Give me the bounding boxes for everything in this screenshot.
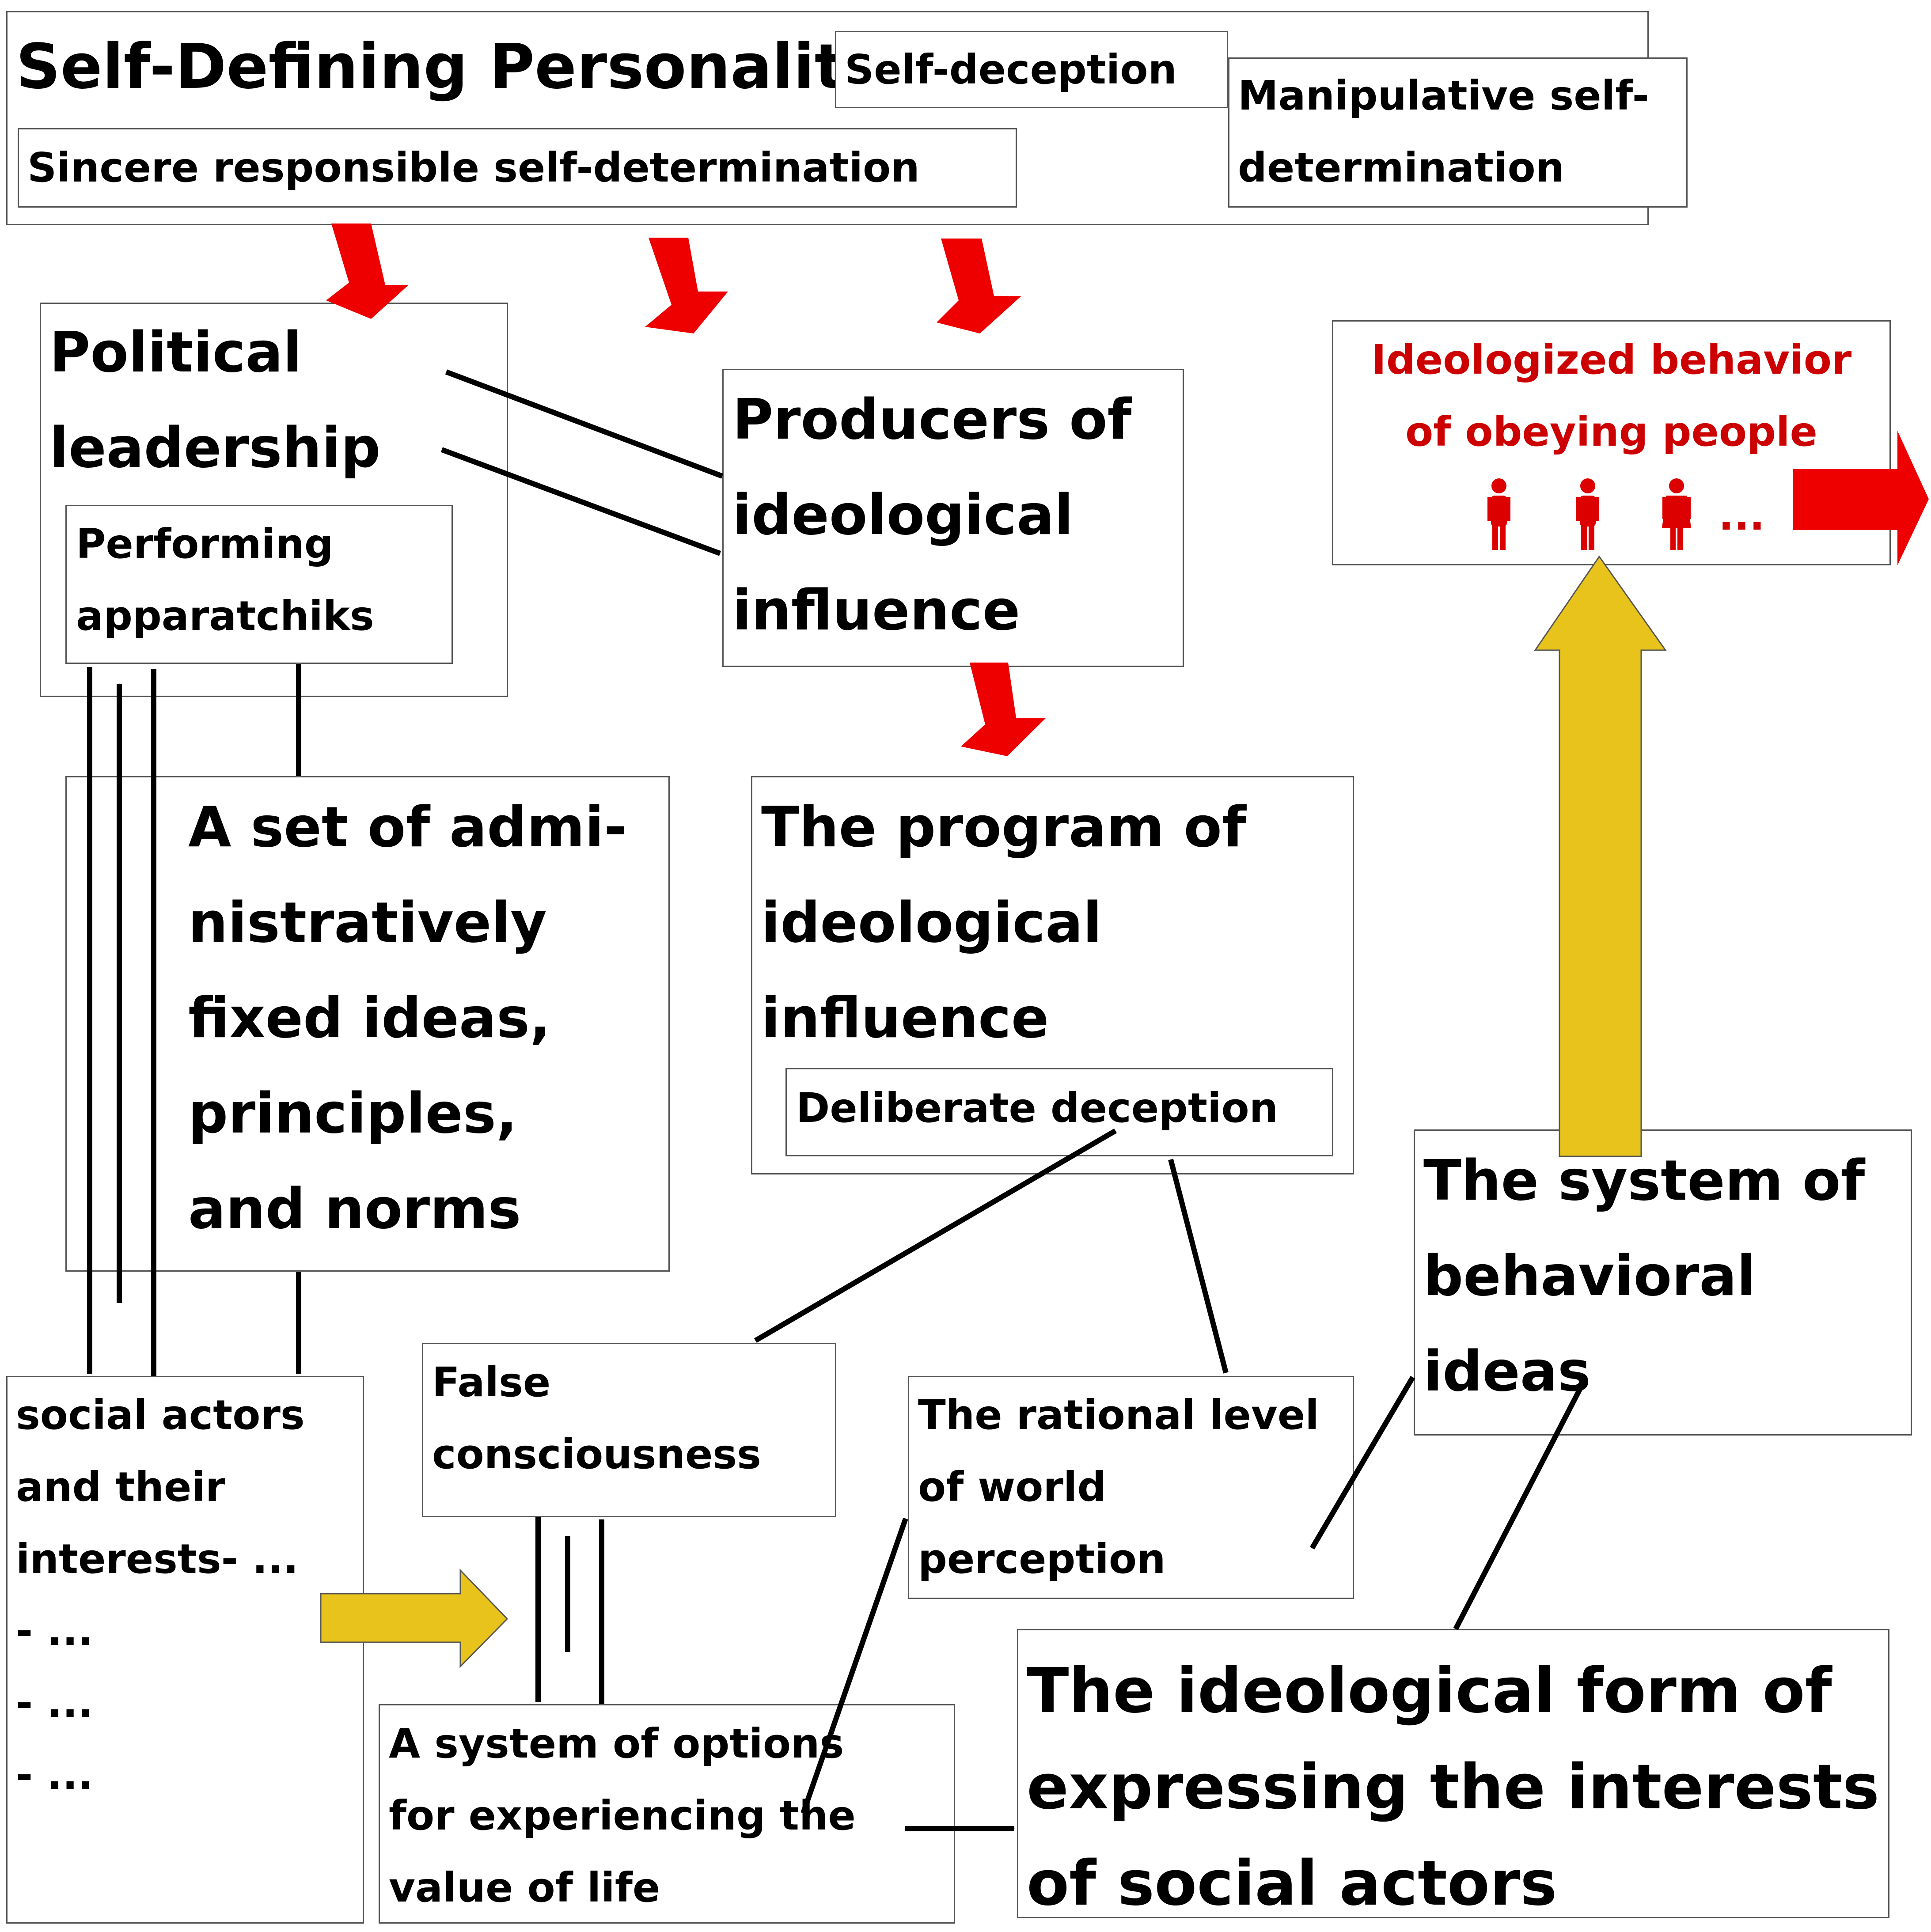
social-actors-label: social actors and their interests- ... -… xyxy=(16,1391,305,1799)
set-of-ideas-box xyxy=(65,776,670,1272)
self-deception-label: Self-deception xyxy=(845,46,1177,93)
person-icon-2 xyxy=(1576,478,1599,550)
yellow-arrow-right xyxy=(320,1568,508,1668)
self-deception-box xyxy=(835,31,1228,108)
deliberate-deception-label: Deliberate deception xyxy=(796,1084,1278,1132)
manipulative-box xyxy=(1228,57,1688,208)
yellow-arrow-up xyxy=(1534,555,1667,1157)
red-arrow-down-4 xyxy=(961,663,1046,756)
system-options-label: A system of options for experiencing the… xyxy=(389,1720,856,1911)
black-connectors xyxy=(87,369,1586,1831)
diagram-title: Self-Defining Personality xyxy=(16,31,884,103)
system-behavioral-box xyxy=(1414,1129,1912,1436)
person-icon-1 xyxy=(1487,478,1510,550)
person-icon-3 xyxy=(1662,478,1691,550)
red-arrow-right xyxy=(1793,431,1929,565)
manipulative-label: Manipulative self- determination xyxy=(1238,72,1649,191)
social-actors-box xyxy=(6,1376,364,1924)
ideological-form-label: The ideological form of expressing the i… xyxy=(1027,1655,1880,1920)
program-label: The program of ideological influence xyxy=(761,795,1246,1050)
performing-apparatchiks-box xyxy=(65,505,453,664)
deliberate-deception-box xyxy=(785,1068,1333,1156)
sincere-box xyxy=(18,128,1017,208)
red-arrow-down-2 xyxy=(645,238,728,333)
producers-box xyxy=(722,369,1184,667)
producers-label: Producers of ideological influence xyxy=(732,387,1132,643)
system-behavioral-label: The system of behavioral ideas xyxy=(1423,1148,1865,1404)
ideologized-behavior-label: Ideologized behavior of obeying people xyxy=(1371,336,1852,455)
system-options-box xyxy=(379,1704,955,1924)
rational-level-box xyxy=(908,1376,1354,1599)
false-consciousness-box xyxy=(422,1343,836,1517)
rational-level-label: The rational level of world perception xyxy=(918,1391,1319,1583)
performing-apparatchiks-label: Performing apparatchiks xyxy=(76,520,374,640)
set-of-ideas-label: A set of admi- nistratively fixed ideas,… xyxy=(188,795,627,1241)
people-ellipsis: ... xyxy=(1719,492,1765,539)
sincere-label: Sincere responsible self-determination xyxy=(27,144,920,191)
ideological-form-box xyxy=(1017,1629,1889,1918)
political-leadership-label: Political leadership xyxy=(49,320,381,480)
red-arrow-down-3 xyxy=(937,239,1021,333)
red-arrow-down-1 xyxy=(326,224,409,319)
false-consciousness-label: False consciousness xyxy=(432,1359,761,1478)
